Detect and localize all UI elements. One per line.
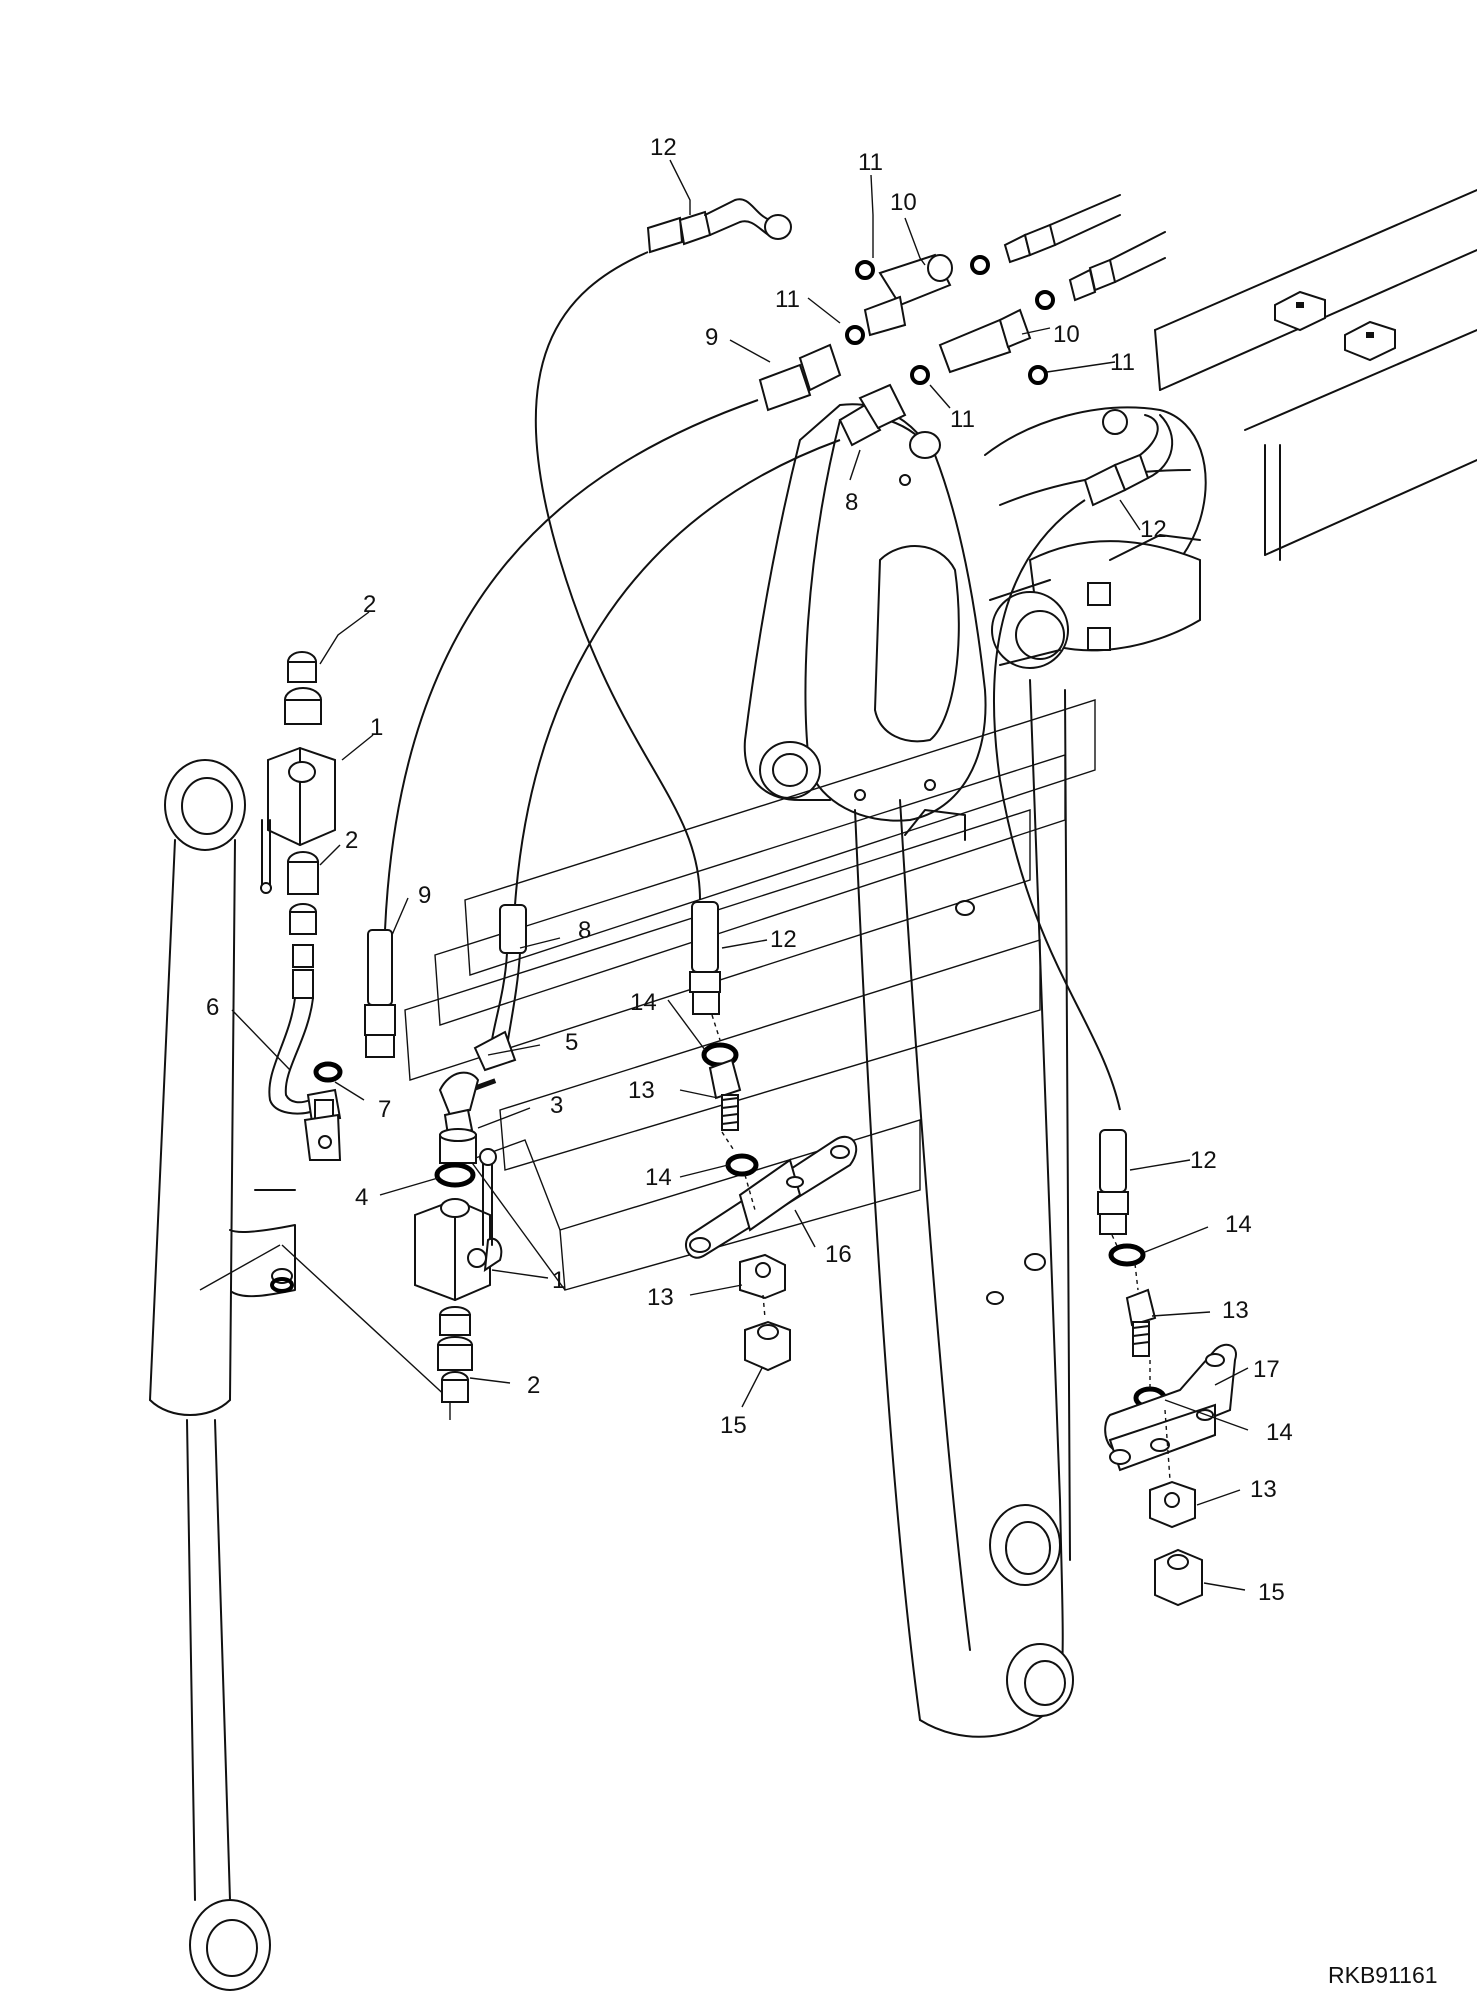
arm-structure	[854, 679, 1074, 1738]
callout-11: 11	[775, 286, 800, 313]
callout-11: 11	[858, 149, 883, 176]
boom-structure	[743, 189, 1477, 822]
callout-14: 14	[645, 1164, 672, 1191]
callout-5: 5	[565, 1029, 578, 1056]
callout-12: 12	[650, 134, 677, 161]
callout-labels: 12 11 10 11 9 10 11 11 8 12 2 1 2 9 8 12…	[206, 134, 1293, 1606]
callout-13: 13	[647, 1284, 674, 1311]
callout-14: 14	[1225, 1211, 1252, 1238]
right-bracket-assembly	[1097, 1129, 1237, 1607]
callout-8: 8	[845, 489, 858, 516]
callout-14: 14	[1266, 1419, 1293, 1446]
callout-11: 11	[950, 406, 975, 433]
boom-cylinder	[149, 759, 451, 1991]
callout-12: 12	[1190, 1147, 1217, 1174]
callout-15: 15	[1258, 1579, 1285, 1606]
leader-lines	[231, 159, 1249, 1591]
flow-direction-arrows	[404, 699, 1096, 1291]
drawing-code: RKB91161	[1328, 1962, 1438, 1988]
top-fittings	[646, 194, 1174, 507]
callout-3: 3	[550, 1092, 563, 1119]
callout-11: 11	[1110, 349, 1135, 376]
callout-14: 14	[630, 989, 657, 1016]
callout-16: 16	[825, 1241, 852, 1268]
callout-12: 12	[1140, 516, 1167, 543]
hoses	[384, 251, 1121, 1111]
callout-13: 13	[1222, 1297, 1249, 1324]
callout-10: 10	[890, 189, 917, 216]
callout-4: 4	[355, 1184, 368, 1211]
callout-2: 2	[527, 1372, 540, 1399]
callout-6: 6	[206, 994, 219, 1021]
callout-13: 13	[1250, 1476, 1277, 1503]
callout-9: 9	[705, 324, 718, 351]
callout-13: 13	[628, 1077, 655, 1104]
callout-2: 2	[363, 591, 376, 618]
callout-1: 1	[552, 1267, 565, 1294]
callout-15: 15	[720, 1412, 747, 1439]
callout-1: 1	[370, 714, 383, 741]
left-valve-assembly	[260, 651, 527, 1403]
callout-2: 2	[345, 827, 358, 854]
callout-9: 9	[418, 882, 431, 909]
callout-17: 17	[1253, 1356, 1280, 1383]
center-bracket-assembly	[685, 901, 858, 1372]
callout-12: 12	[770, 926, 797, 953]
callout-10: 10	[1053, 321, 1080, 348]
callout-7: 7	[378, 1096, 391, 1123]
callout-8: 8	[578, 917, 591, 944]
